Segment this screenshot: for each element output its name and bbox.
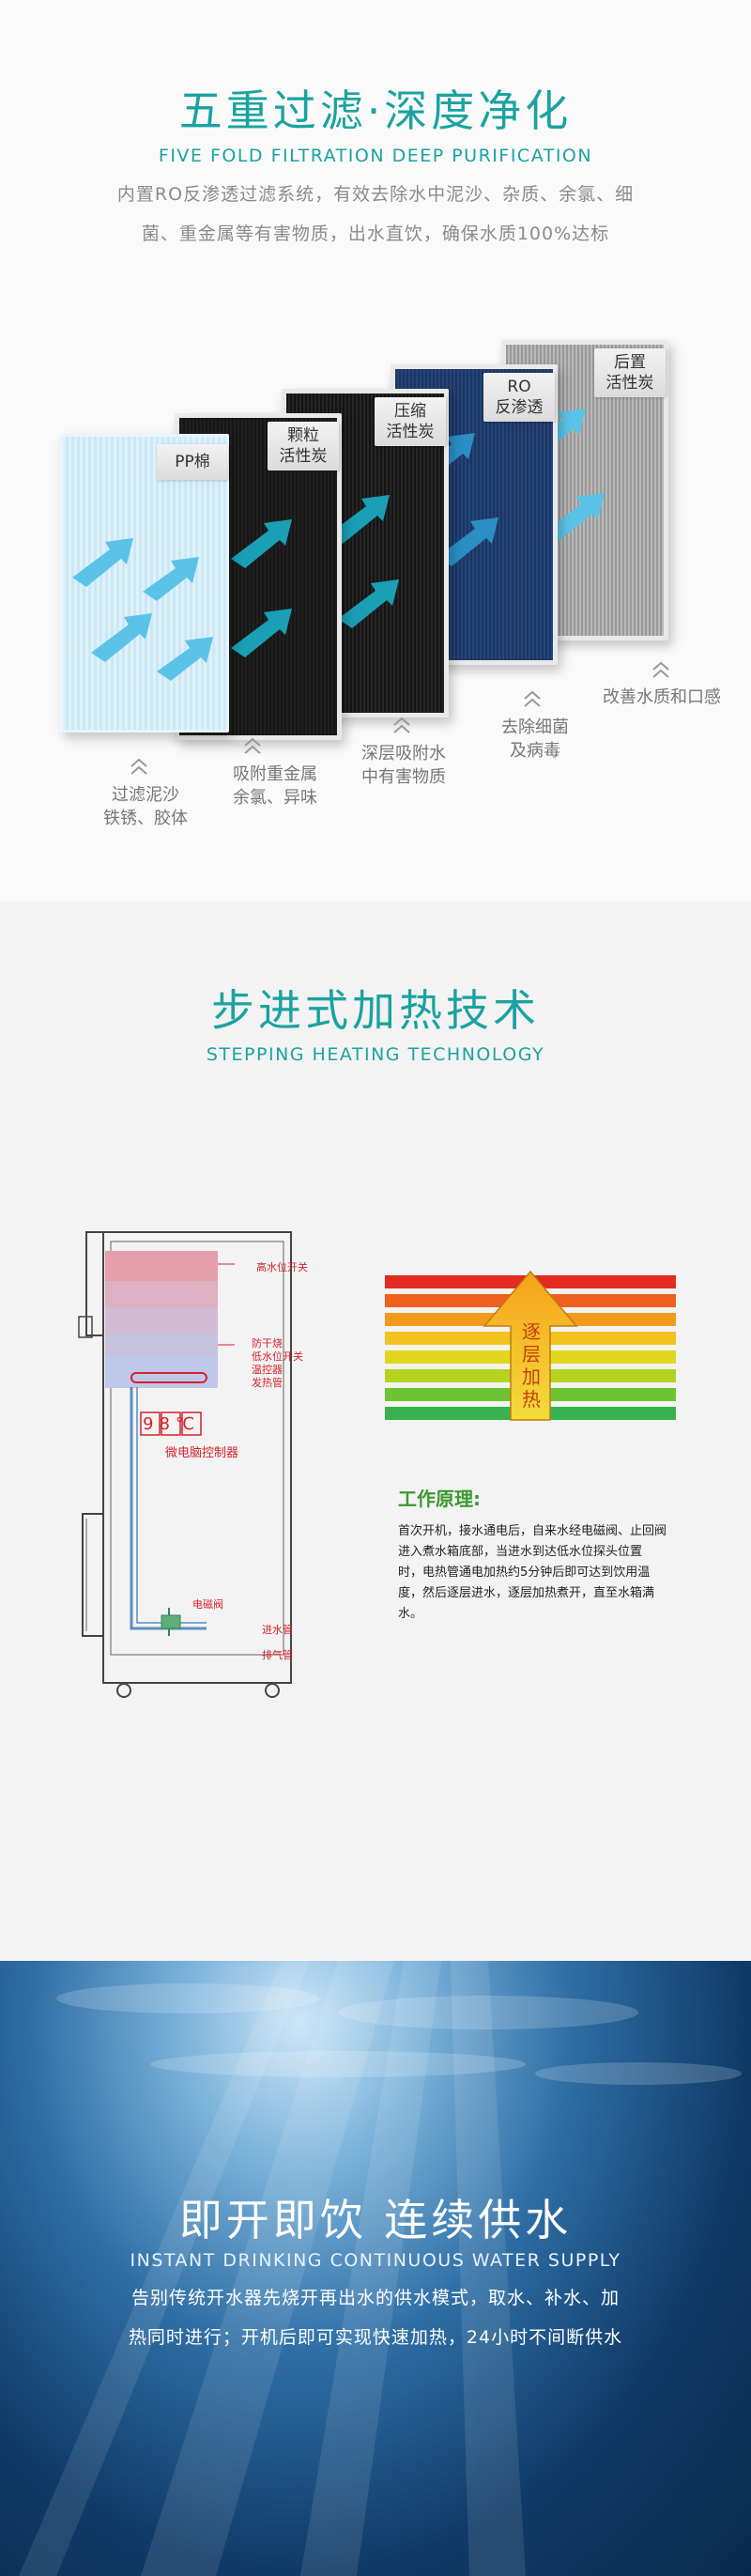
instant-desc-line-2: 热同时进行；开机后即可实现快速加热，24小时不间断供水 (128, 2327, 623, 2348)
filter-caption-compressed-carbon: 深层吸附水中有害物质 (361, 744, 446, 787)
label-controller: 微电脑控制器 (165, 1446, 239, 1460)
filter-caption-post-carbon: 改善水质和口感 (603, 687, 721, 707)
filtration-section: 五重过滤·深度净化 FIVE FOLD FILTRATION DEEP PURI… (0, 0, 751, 902)
instant-supply-section: 即开即饮 连续供水 INSTANT DRINKING CONTINUOUS WA… (0, 1961, 751, 2576)
label-dry-burn: 防干烧 (252, 1337, 283, 1350)
filter-caption-pp-cotton: 过滤泥沙铁锈、胶体 (103, 785, 188, 828)
label-heating-tube: 发热管 (252, 1377, 283, 1389)
instant-desc-line-1: 告别传统开水器先烧开再出水的供水模式，取水、补水、加 (130, 2288, 620, 2308)
chevron-up-icon (393, 717, 410, 733)
water-arrow-icon (231, 519, 292, 657)
filtration-description: 内置RO反渗透过滤系统，有效去除水中泥沙、杂质、余氯、细 菌、重金属等有害物质，… (89, 175, 662, 254)
water-arrow-icon (72, 538, 213, 681)
layered-heating-graphic: 逐层加热 (385, 1270, 676, 1429)
water-boiler-diagram (78, 1231, 292, 1698)
label-solenoid-valve: 电磁阀 (192, 1598, 223, 1611)
heating-title: 步进式加热技术 (211, 985, 540, 1036)
instant-description: 告别传统开水器先烧开再出水的供水模式，取水、补水、加 热同时进行；开机后即可实现… (94, 2278, 657, 2357)
chevron-up-icon (130, 758, 147, 775)
principle-text: 首次开机，接水通电后，自来水经电磁阀、止回阀 进入煮水箱底部，当进水到达低水位探… (398, 1524, 667, 1621)
label-exhaust-pipe: 排气管 (262, 1649, 293, 1661)
filtration-title: 五重过滤·深度净化 (178, 85, 573, 136)
filtration-subtitle: FIVE FOLD FILTRATION DEEP PURIFICATION (158, 146, 593, 166)
arrow-text: 逐层加热 (522, 1320, 541, 1411)
filter-tag-compressed-carbon: 压缩活性炭 (375, 397, 446, 446)
label-high-level-switch: 高水位开关 (256, 1261, 308, 1273)
label-inlet-pipe: 进水管 (262, 1624, 293, 1636)
chevron-up-icon (244, 737, 261, 754)
up-arrow-icon (483, 1270, 578, 1421)
chevron-up-icon (652, 661, 669, 678)
label-temp-control: 温控器 (252, 1364, 283, 1376)
filter-caption-granular-carbon: 吸附重金属余氯、异味 (233, 764, 317, 808)
filter-tag-post-carbon: 后置活性炭 (594, 348, 666, 397)
filtration-desc-line-1: 内置RO反渗透过滤系统，有效去除水中泥沙、杂质、余氯、细 (116, 184, 635, 205)
filter-panel-pp-cotton: PP棉 (60, 434, 229, 733)
principle-title: 工作原理: (398, 1488, 481, 1510)
filtration-desc-line-2: 菌、重金属等有害物质，出水直饮，确保水质100%达标 (141, 224, 610, 244)
filter-tag-granular-carbon: 颗粒活性炭 (268, 422, 339, 470)
filter-tag-pp-cotton: PP棉 (157, 444, 228, 480)
instant-title: 即开即饮 连续供水 (178, 2195, 573, 2245)
heating-section: 步进式加热技术 STEPPING HEATING TECHNOLOGY (0, 902, 751, 1961)
chevron-up-icon (524, 690, 541, 707)
temperature-display: 98℃ (143, 1414, 201, 1434)
filter-caption-ro: 去除细菌及病毒 (501, 717, 569, 761)
label-low-level-switch: 低水位开关 (252, 1350, 303, 1363)
underwater-background (19, 1961, 742, 2576)
heating-subtitle: STEPPING HEATING TECHNOLOGY (206, 1044, 545, 1065)
water-arrow-icon (329, 495, 399, 628)
instant-subtitle: INSTANT DRINKING CONTINUOUS WATER SUPPLY (130, 2250, 621, 2271)
